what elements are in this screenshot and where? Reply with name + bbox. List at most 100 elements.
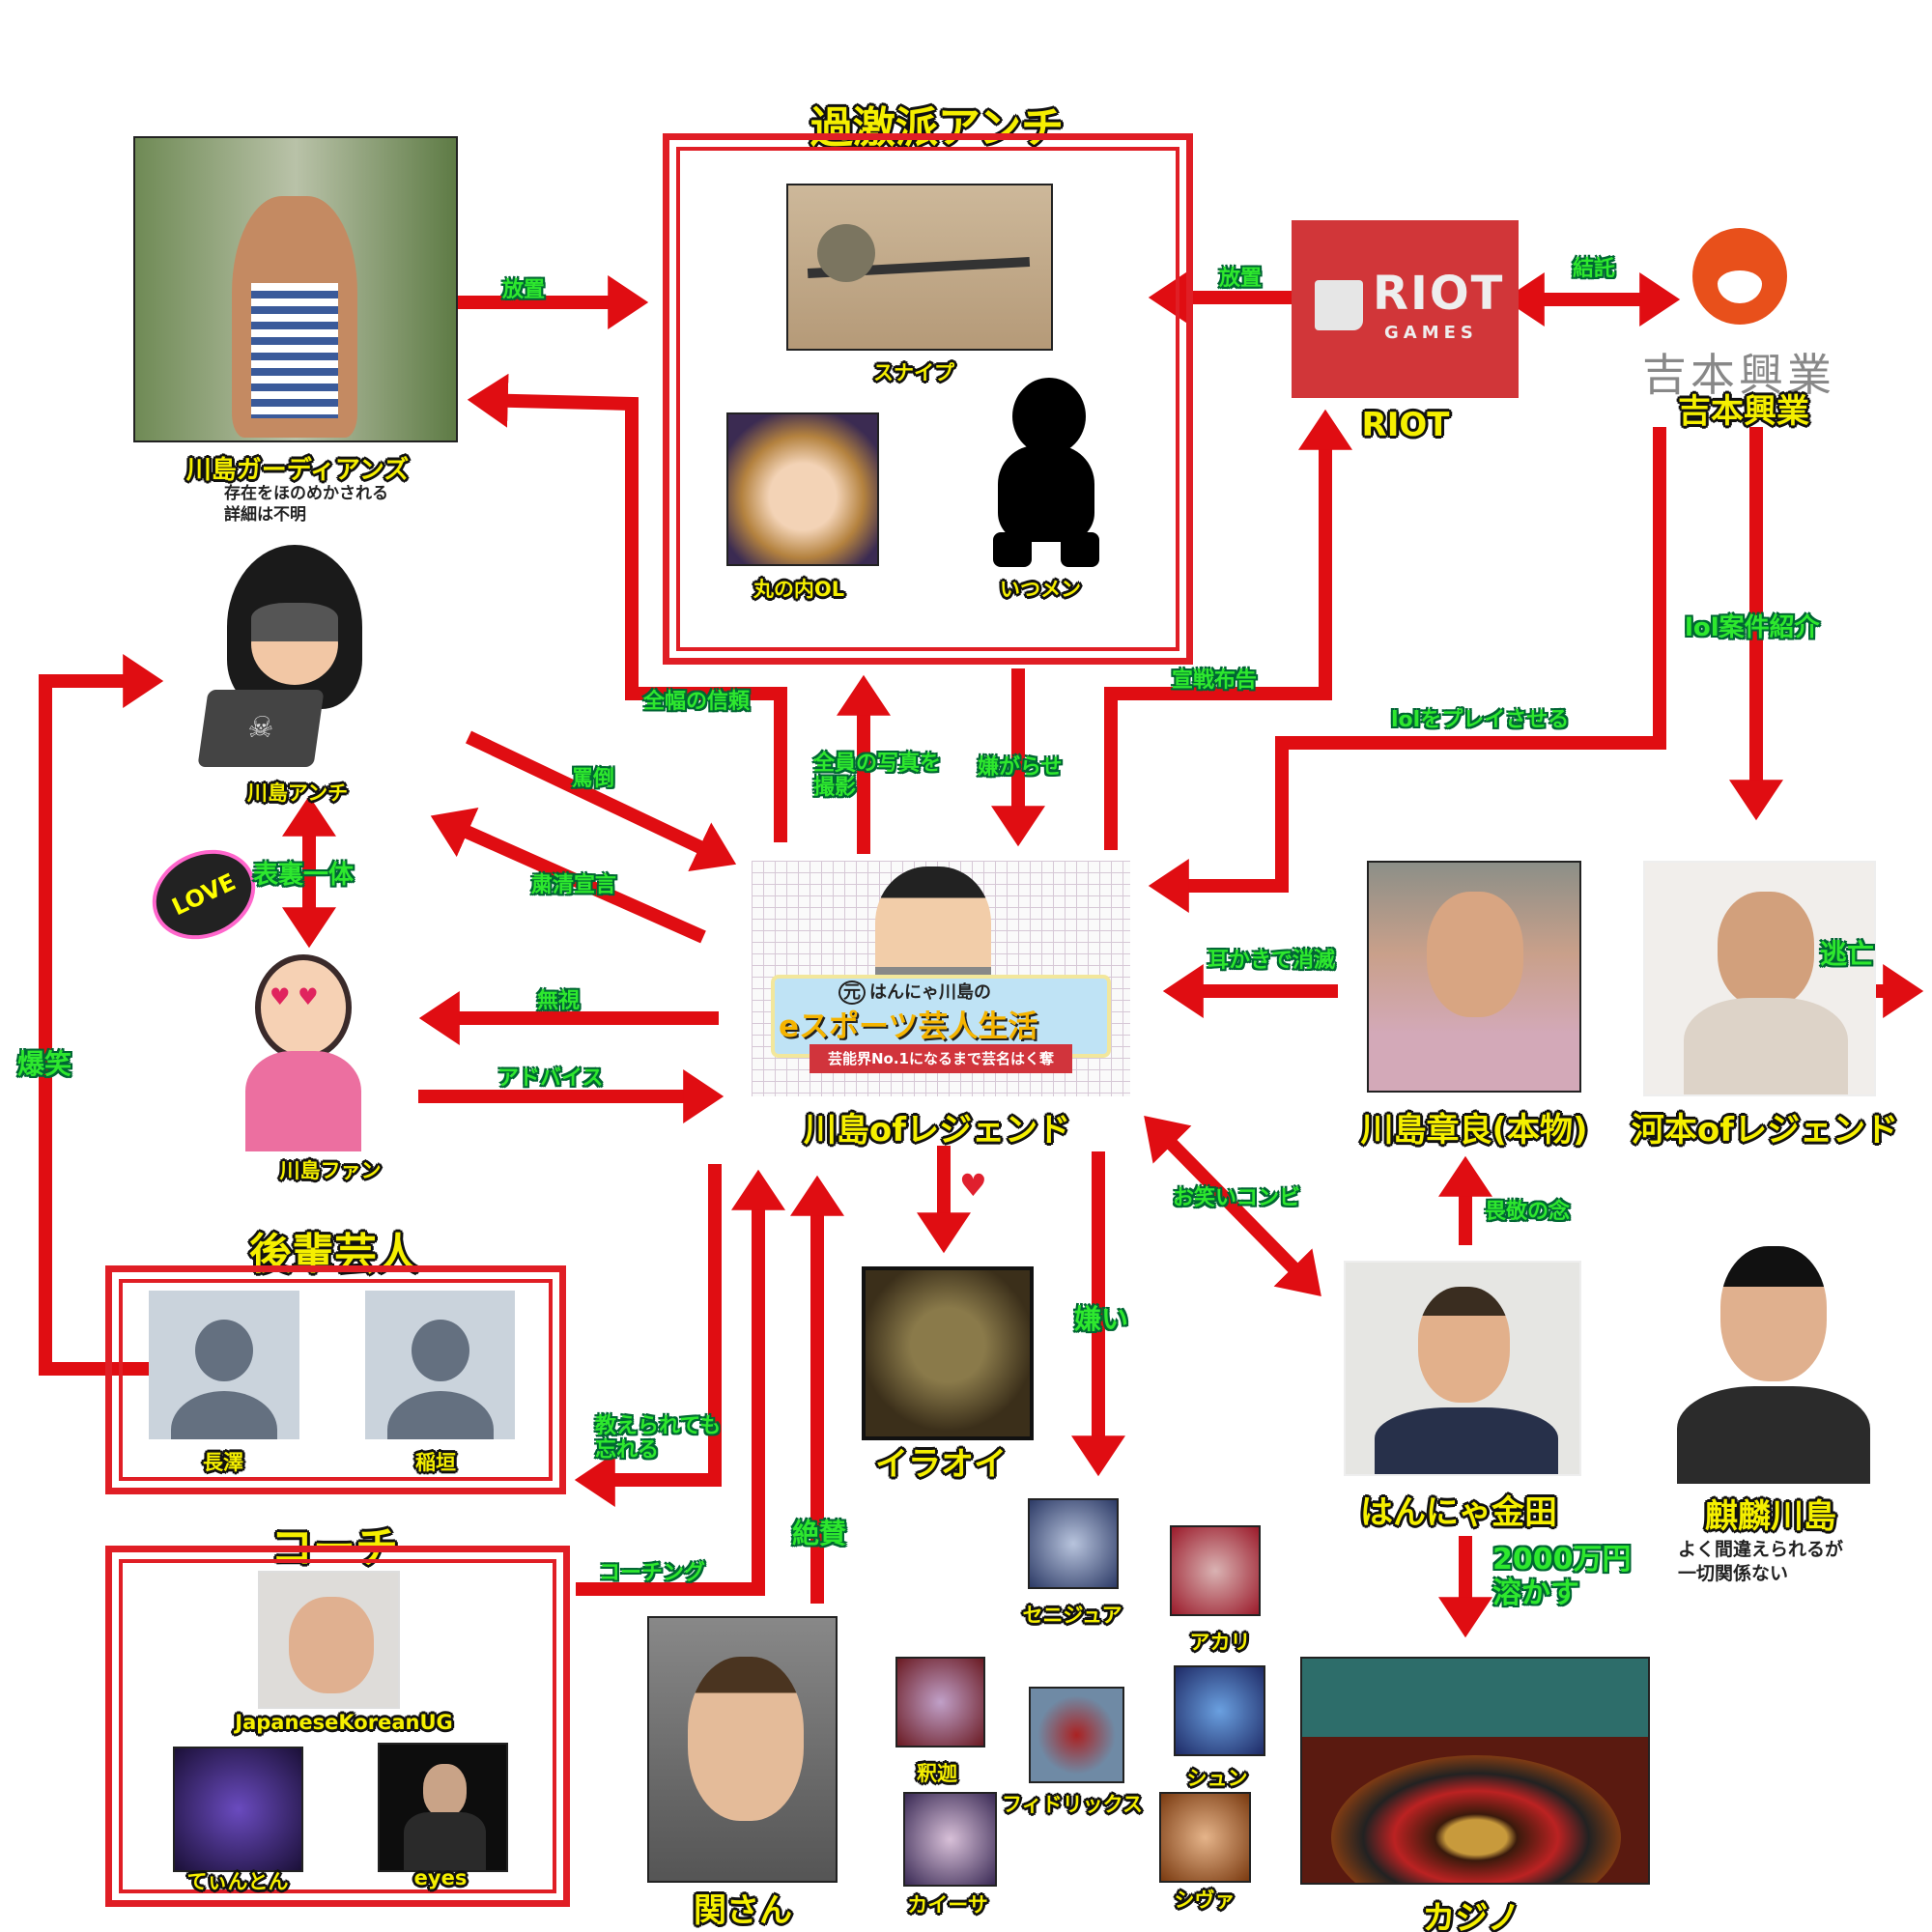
- label-snipe: スナイプ: [873, 361, 954, 384]
- edge-label-kaneda-casino: 2000万円溶かす: [1492, 1543, 1632, 1610]
- edge-label-riot-antis: 放置: [1219, 267, 1263, 291]
- edge-label-fan-center: アドバイス: [497, 1066, 604, 1091]
- edge-label-anti-fan: 表裏一体: [253, 861, 355, 890]
- label-kawamoto: 河本ofレジェンド: [1631, 1111, 1899, 1150]
- group-title-extremist-antis: 過激派アンチ: [810, 103, 1065, 153]
- kawamoto-photo: [1643, 861, 1876, 1096]
- edge-label-kawamoto-escape: 逃亡: [1820, 938, 1875, 970]
- hooded-hacker-icon: ☠: [197, 545, 386, 774]
- edge-label-center-fan: 無視: [537, 989, 581, 1013]
- marunouchi-ol-image: [726, 412, 879, 566]
- label-yoshimoto: 吉本興業: [1678, 392, 1809, 431]
- seki-photo: [647, 1616, 838, 1883]
- juniors-box: [105, 1265, 566, 1494]
- label-seki: 関さん: [694, 1891, 792, 1930]
- label-tinton: てぃんとん: [186, 1870, 289, 1893]
- champion-sejuani-icon: [1028, 1498, 1119, 1589]
- label-kaneda: はんにゃ金田: [1360, 1493, 1557, 1532]
- edge-label-center-juniors: 教えられても忘れる: [595, 1414, 722, 1463]
- edge-label-juniors-anti: 爆笑: [17, 1048, 72, 1080]
- label-illaoi: イラオイ: [875, 1445, 1007, 1484]
- label-kaisa: カイーサ: [907, 1893, 988, 1917]
- avatar-placeholder-icon: [365, 1291, 515, 1439]
- label-inagaki: 稲垣: [415, 1451, 456, 1474]
- avatar-placeholder-icon: [149, 1291, 299, 1439]
- tinton-image: [173, 1747, 303, 1872]
- kirin-note: よく間違えられるが一切関係ない: [1678, 1539, 1844, 1584]
- heart-eyes-icon: ♥ ♥: [270, 983, 319, 1010]
- champion-fiddlesticks-icon: [1029, 1687, 1124, 1783]
- casino-roulette-image: [1300, 1657, 1650, 1885]
- edge-label-center-kaneda: お笑いコンビ: [1173, 1186, 1301, 1210]
- arrow-center-juniors: [574, 1164, 722, 1507]
- champion-sivir-icon: [1159, 1792, 1251, 1883]
- edge-label-center-dislike: 嫌い: [1074, 1303, 1129, 1335]
- edge-label-anti-center: 罵倒: [572, 767, 615, 791]
- edge-label-yoshimoto-center: lolをプレイさせる: [1391, 708, 1570, 732]
- skull-icon: ☠: [197, 690, 325, 767]
- kaneda-photo: [1344, 1261, 1581, 1476]
- label-itsumen: いつメン: [1000, 578, 1081, 601]
- extremist-antis-box: [663, 133, 1193, 665]
- arrow-center-kaneda: [1144, 1116, 1321, 1296]
- fan-illustration: LOVE ♥ ♥: [137, 833, 410, 1151]
- coaches-box: [105, 1546, 570, 1907]
- label-kirin-kawashima: 麒麟川島: [1705, 1497, 1836, 1536]
- label-eyes: eyes: [413, 1866, 468, 1889]
- riot-games-logo: RIOT GAMES: [1292, 220, 1519, 398]
- label-sejuani: セニジュア: [1022, 1604, 1122, 1627]
- yoshimoto-logo-icon: [1692, 228, 1787, 325]
- edge-label-antis-center: 嫌がらせ: [978, 755, 1063, 780]
- kirin-kawashima-photo: [1665, 1220, 1880, 1486]
- illaoi-icon-image: [862, 1266, 1034, 1440]
- jkug-photo: [258, 1571, 400, 1709]
- label-casino: カジノ: [1422, 1899, 1520, 1932]
- yoshimoto-logo-text: 吉本興業: [1642, 349, 1835, 401]
- label-marunouchi-ol: 丸の内OL: [753, 578, 845, 601]
- heart-icon: ♥: [959, 1167, 987, 1204]
- edge-label-coach-center: コーチング: [599, 1561, 706, 1585]
- edge-label-guardians-antis: 放置: [502, 278, 546, 302]
- label-fan: 川島ファン: [279, 1159, 382, 1182]
- label-shun: シュン: [1186, 1767, 1248, 1790]
- label-anti: 川島アンチ: [246, 781, 349, 805]
- edge-label-center-anti: 粛清宣言: [531, 873, 617, 897]
- edge-label-kaneda-akira: 畏敬の念: [1485, 1200, 1571, 1224]
- label-nagasawa: 長澤: [203, 1451, 243, 1474]
- edge-label-center-riot: 宣戦布告: [1172, 668, 1258, 693]
- eyes-photo: [378, 1743, 508, 1872]
- arrow-yoshimoto-center: [1148, 427, 1666, 913]
- edge-label-seki-center: 絶賛: [792, 1518, 847, 1549]
- label-akira: 川島章良(本物): [1360, 1111, 1588, 1150]
- riot-fist-icon: [1315, 280, 1363, 330]
- edge-label-center-antis: 全員の写真を撮影: [813, 752, 942, 801]
- label-fiddlesticks: フィドリックス: [1002, 1793, 1143, 1816]
- akira-photo: [1367, 861, 1581, 1093]
- label-riot: RIOT: [1361, 406, 1450, 444]
- sniper-image: [786, 184, 1053, 351]
- arrow-center-riot: [1104, 409, 1352, 850]
- edge-label-center-guardians: 全幅の信頼: [643, 690, 751, 714]
- guardians-note: 存在をほのめかされる詳細は不明: [224, 484, 388, 526]
- arrow-coach-center: [576, 1169, 785, 1596]
- champion-shen-icon: [1174, 1665, 1265, 1756]
- champion-katarina-icon: [1170, 1525, 1261, 1616]
- itsumen-silhouette-icon: [979, 378, 1115, 570]
- center-banner: 元はんにゃ川島の eスポーツ芸人生活 芸能界No.1になるまで芸名はく奪: [752, 861, 1130, 1096]
- love-sign: LOVE: [137, 833, 270, 956]
- arrow-center-anti: [430, 807, 706, 944]
- edge-label-yoshimoto-kawamoto: lol案件紹介: [1685, 613, 1820, 642]
- label-center: 川島ofレジェンド: [803, 1111, 1071, 1150]
- label-akali: アカリ: [1189, 1631, 1251, 1654]
- champion-kaisa-icon: [903, 1792, 997, 1887]
- label-sivir: シヴァ: [1174, 1889, 1236, 1912]
- edge-label-akira-center: 耳かきで消滅: [1208, 949, 1336, 973]
- label-shaka: 釈迦: [917, 1762, 957, 1785]
- champion-shaco-icon: [895, 1657, 985, 1747]
- label-guardians: 川島ガーディアンズ: [185, 456, 410, 485]
- arrow-center-guardians: [467, 373, 787, 842]
- arrow-anti-center: [465, 730, 737, 872]
- label-jkug: JapaneseKoreanUG: [235, 1711, 453, 1734]
- guardians-image: [133, 136, 458, 442]
